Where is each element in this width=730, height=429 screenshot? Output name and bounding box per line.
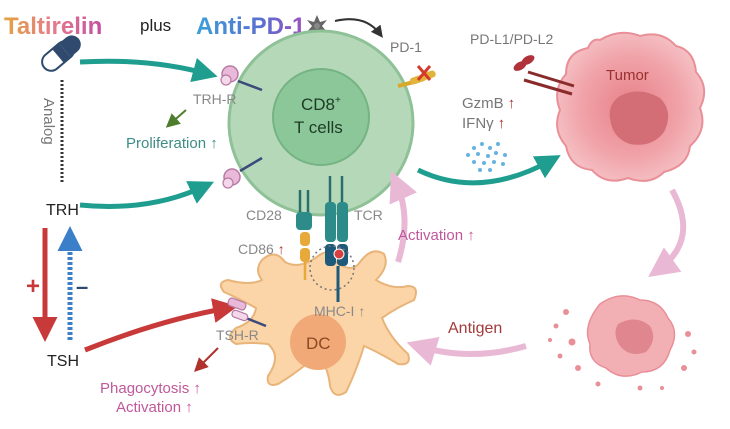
pdl1-label: PD-L1/PD-L2 [470,31,553,47]
phagocytosis-label: Phagocytosis ↑ [100,380,201,397]
cd86-label: CD86↑ [238,241,285,257]
trh-label: TRH [46,202,79,219]
taltirelin-to-tcell-arrow [79,57,218,83]
trh-receptor-lower-icon [222,156,263,189]
title-taltirelin: Taltirelin [4,13,102,40]
title-plus: plus [140,16,171,35]
cd28-receptor-icon [296,190,312,230]
antigen-label: Antigen [448,320,502,337]
tcells-label: T cells [294,118,343,137]
cd8-label: CD8+ [301,95,341,114]
tsh-label: TSH [47,353,79,370]
minus-sign: – [76,274,88,299]
tsh-r-label: TSH-R [216,327,259,343]
proliferation-arrow [165,109,187,128]
antibody-star-icon [307,15,327,37]
antigen-peptide-icon [333,248,345,260]
analog-label: Analog [40,98,57,145]
pdl1-ligand-icon [513,55,575,96]
pd1-label: PD-1 [390,39,422,55]
proliferation-label: Proliferation ↑ [126,135,218,152]
tsh-receptor-icon [227,297,267,328]
tcell-to-tumor-arrow [416,155,561,186]
tcr-label: TCR [354,207,383,223]
ifng-label: IFNγ↑ [462,115,505,132]
blocked-x-icon [416,65,432,81]
plus-sign: + [26,273,40,300]
trh-r-label: TRH-R [193,91,237,107]
activation-dc-label: Activation ↑ [116,399,193,416]
tcell-nucleus [272,68,370,166]
pd1-receptor-icon [397,70,436,88]
dc-label: DC [306,334,331,353]
synapse-highlight [309,245,355,291]
tsh-to-dc-arrow [84,298,238,353]
cd28-label: CD28 [246,207,282,223]
dc-effects-arrow [194,347,219,372]
title-anti-pd1: Anti-PD-1 [196,13,305,40]
cytokine-dots-icon [466,142,507,172]
dc-nucleus [290,314,346,370]
antibody-to-pd1-arrow [334,18,383,38]
activation-tcell-label: Activation ↑ [398,227,475,244]
mhc-label: MHC-I ↑ [314,303,365,319]
tumor-nucleus [609,91,669,145]
cd86-ligand-icon [300,232,310,280]
tcr-receptor-icon [325,176,348,242]
antigen-to-dc-arrow [406,336,527,366]
trh-to-tcell-arrow [79,181,215,209]
gzmb-label: GzmB↑ [462,95,515,112]
dc-to-tcell-activation-arrow [389,171,418,263]
pill-icon [41,35,81,72]
lysed-tumor-cell [548,295,697,391]
trh-receptor-icon [220,65,263,92]
tumor-label: Tumor [606,67,649,84]
tumor-to-lysis-arrow [648,188,687,277]
